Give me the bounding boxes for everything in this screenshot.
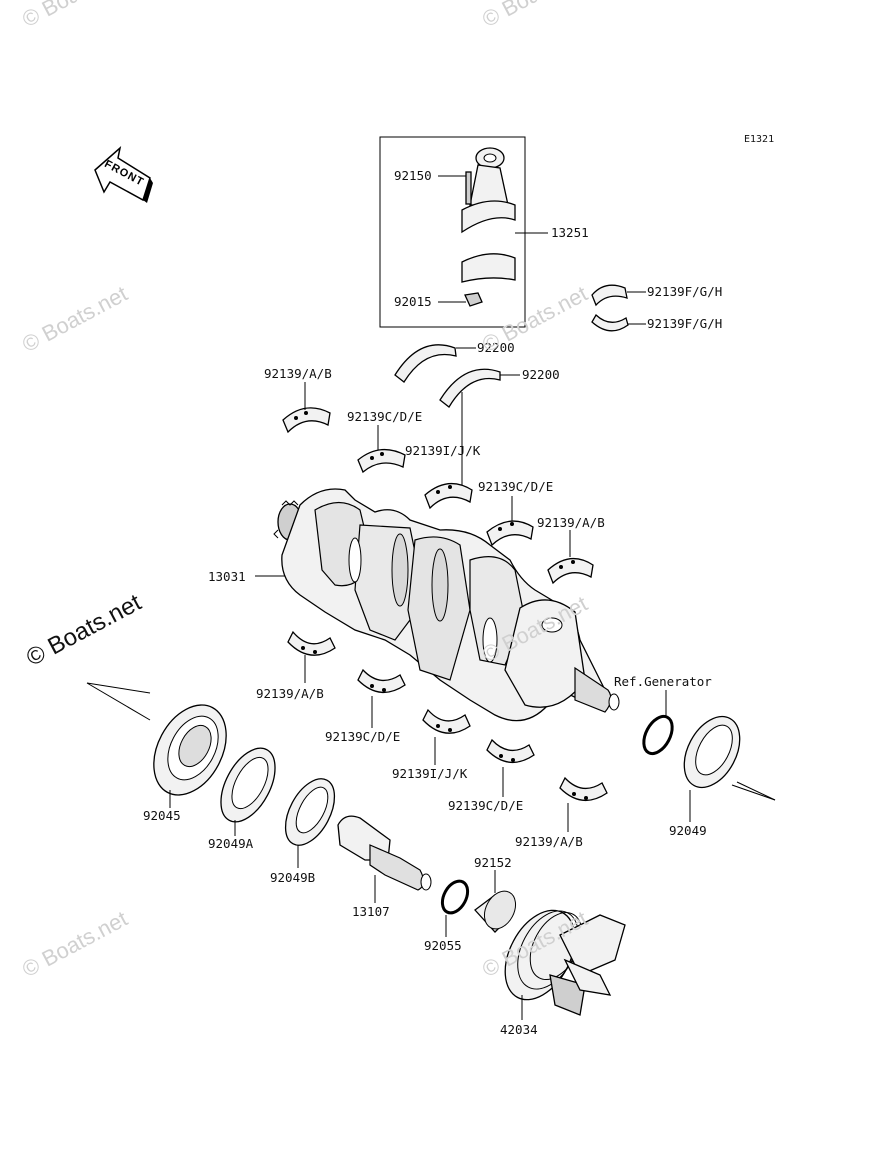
label-92139ab-4[interactable]: 92139/A/B [515, 834, 583, 849]
front-arrow-icon [94, 145, 153, 203]
bearing-shell-cde-3 [357, 668, 406, 693]
label-92139cde-3[interactable]: 92139C/D/E [325, 729, 401, 744]
diagram-code: E1321 [744, 134, 775, 145]
bearing-shell-ijk-1 [424, 483, 473, 510]
oil-seal-generator [683, 715, 741, 789]
label-92049[interactable]: 92049 [669, 823, 707, 838]
label-13031[interactable]: 13031 [208, 569, 246, 584]
label-13251[interactable]: 13251 [551, 225, 589, 240]
thrust-washer-1 [394, 344, 457, 383]
label-92139cde-4[interactable]: 92139C/D/E [448, 798, 524, 813]
label-92049b[interactable]: 92049B [270, 870, 316, 885]
label-92015[interactable]: 92015 [394, 294, 432, 309]
oil-seal-b [284, 778, 336, 846]
o-ring [440, 879, 470, 915]
label-92139fgh-1[interactable]: 92139F/G/H [647, 284, 723, 299]
thrust-washer-2 [439, 368, 501, 408]
connecting-rod [461, 147, 516, 307]
connecting-rod-box [379, 136, 526, 328]
bearing-shell-ab-2 [547, 558, 594, 585]
label-92139fgh-2[interactable]: 92139F/G/H [647, 316, 723, 331]
label-92139ab-2[interactable]: 92139/A/B [537, 515, 605, 530]
label-ref-generator[interactable]: Ref.Generator [614, 674, 712, 689]
bearing-shell-cde-4 [486, 738, 535, 763]
bearing-shell-ab-1 [282, 407, 331, 434]
label-42034[interactable]: 42034 [500, 1022, 538, 1037]
label-92200-1[interactable]: 92200 [477, 340, 515, 355]
label-92139ab-3[interactable]: 92139/A/B [256, 686, 324, 701]
oil-seal-a [220, 747, 276, 823]
bearing-shell-cde-2 [486, 520, 534, 547]
output-shaft [337, 815, 432, 891]
label-92152[interactable]: 92152 [474, 855, 512, 870]
bearing-shell-cde-1 [357, 448, 406, 474]
coupling [504, 909, 626, 1016]
label-92139ijk-1[interactable]: 92139I/J/K [405, 443, 481, 458]
bearing-shell-ab-3 [287, 630, 336, 656]
collar [474, 890, 517, 933]
label-92139ab-1[interactable]: 92139/A/B [264, 366, 332, 381]
bearing-shell-ijk-2 [422, 708, 471, 734]
label-92055[interactable]: 92055 [424, 938, 462, 953]
generator-o-ring [642, 714, 674, 756]
label-92150[interactable]: 92150 [394, 168, 432, 183]
label-92200-2[interactable]: 92200 [522, 367, 560, 382]
label-92045[interactable]: 92045 [143, 808, 181, 823]
bearing-shell-fgh-2 [591, 313, 629, 332]
label-13107[interactable]: 13107 [352, 904, 390, 919]
bearing-shell-ab-4 [559, 776, 608, 801]
bearing-shell-fgh-1 [591, 284, 628, 307]
label-92139ijk-2[interactable]: 92139I/J/K [392, 766, 468, 781]
label-92049a[interactable]: 92049A [208, 836, 254, 851]
label-92139cde-1[interactable]: 92139C/D/E [347, 409, 423, 424]
label-92139cde-2[interactable]: 92139C/D/E [478, 479, 554, 494]
crankshaft [273, 488, 620, 722]
ball-bearing [153, 704, 227, 796]
